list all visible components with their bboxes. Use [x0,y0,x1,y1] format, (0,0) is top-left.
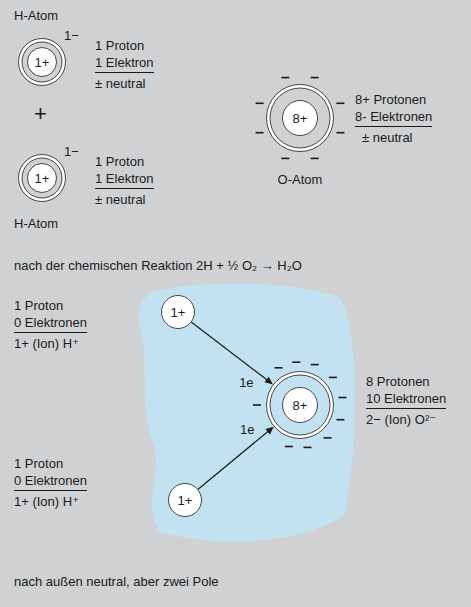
hydrogen-ion: 1+ [168,483,202,517]
annotation-text: nach der chemischen Reaktion 2H + ½ O₂ →… [14,258,302,273]
annotation-text: 8- Elektronen [355,109,432,127]
electron-sign [285,446,293,448]
charge-text: 1+ [171,305,186,320]
arrowhead [265,427,273,435]
nucleus [283,101,318,136]
arrow-shaft [198,430,269,489]
nucleus [28,164,57,193]
electron-sign [324,437,332,439]
charge-text: 8+ [293,111,308,126]
annotation-text: 1 Elektron [95,171,154,189]
electron-sign [311,77,319,79]
electron-sign [292,361,300,363]
annotation-text: 2− (Ion) O²⁻ [366,412,436,427]
annotation-text: O-Atom [278,172,323,187]
charge-text: 1+ [35,171,50,186]
electron-shell [22,42,62,82]
electron-shell [22,158,62,198]
electron-sign [281,77,289,79]
annotation-text: 0 Elektronen [14,315,87,333]
arrowhead [264,377,272,385]
annotation-text: 1+ (Ion) H⁺ [14,494,79,509]
electron-shell [19,39,66,86]
arrow-shaft [192,322,269,380]
annotation-text: H-Atom [14,8,58,23]
nucleus [162,296,195,329]
electron-label: 1e [239,375,253,390]
annotation-text: 1 Elektron [95,55,154,73]
annotation-text: ± neutral [362,130,413,145]
electron-shell [270,375,330,435]
electron-sign [329,377,337,379]
electron-sign [304,447,312,449]
electron-shell [267,85,334,152]
hydrogen-atom: 1+ [18,38,66,86]
electron-sign [275,367,283,369]
nucleus [283,388,318,423]
annotation-text: 10 Elektronen [366,391,446,409]
electron-shell [19,155,66,202]
annotation-text: 1− [64,144,79,159]
plus-sign: + [34,102,47,126]
electron-sign [336,419,344,421]
annotation-text: 1− [64,28,79,43]
annotation-text: 0 Elektronen [14,473,87,491]
annotation-text: 8 Protonen [366,374,430,389]
electron-sign [256,103,264,105]
electron-shell [267,372,334,439]
hydrogen-ion: 1+ [161,295,195,329]
electron-transfer-arrow [192,322,273,384]
hydrogen-atom: 1+ [18,154,66,202]
charge-text: 8+ [293,398,308,413]
charge-text: 1+ [178,493,193,508]
annotation-text: H-Atom [14,216,58,231]
annotation-text: 1+ (Ion) H⁺ [14,336,79,351]
oxygen-atom: 8+ [266,84,334,152]
annotation-text: nach außen neutral, aber zwei Pole [14,574,219,589]
electron-sign [256,132,264,134]
annotation-text: ± neutral [95,192,146,207]
electron-sign [311,364,319,366]
electron-shell [270,88,330,148]
annotation-text: 1 Proton [95,38,144,53]
annotation-text: 1 Proton [14,298,63,313]
electron-sign [336,103,344,105]
annotation-text: 8+ Protonen [355,92,426,107]
nucleus [28,48,57,77]
annotation-text: ± neutral [95,76,146,91]
oxide-ion: 8+ [266,371,334,439]
electron-sign [281,158,289,160]
electron-sign [253,404,261,406]
nucleus [169,484,202,517]
electron-transfer-arrow [198,427,274,490]
electron-sign [338,397,346,399]
electron-sign [311,158,319,160]
charge-text: 1+ [35,55,50,70]
annotation-text: 1 Proton [95,154,144,169]
annotation-text: 1 Proton [14,456,63,471]
electron-sign [336,132,344,134]
electron-label: 1e [240,422,254,437]
molecule-region [139,283,355,541]
